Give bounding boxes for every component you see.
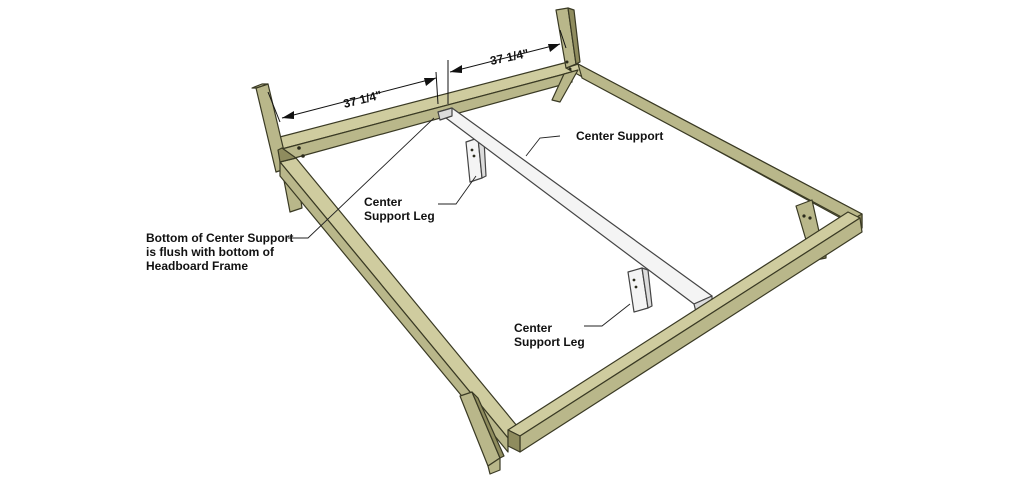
flush-note-line3: Headboard Frame — [146, 259, 248, 273]
leader-flush-note — [288, 117, 435, 239]
center-support-beam — [437, 107, 713, 313]
headboard-post-right — [551, 7, 581, 103]
flush-note-line2: is flush with bottom of — [146, 245, 275, 259]
dimension-left-label: 37 1/4" — [342, 88, 383, 111]
leader-leg-lower — [584, 303, 631, 327]
dimension-right-label: 37 1/4" — [489, 46, 530, 68]
leg-lower-label-line1: Center — [514, 321, 552, 335]
footboard-rail — [507, 211, 863, 453]
left-side-rail — [277, 147, 523, 453]
leg-upper-label-line2: Support Leg — [364, 209, 435, 223]
leg-upper-label-line1: Center — [364, 195, 402, 209]
center-support-label: Center Support — [576, 129, 663, 143]
leader-center-support — [525, 135, 561, 157]
leader-lines — [288, 117, 631, 327]
headboard-rail — [271, 61, 573, 163]
flush-note-line1: Bottom of Center Support — [146, 231, 293, 245]
footboard-post-left — [459, 391, 505, 475]
leader-leg-upper — [438, 175, 477, 205]
center-support-leg-lower — [627, 267, 653, 313]
right-side-rail — [565, 63, 863, 236]
leg-lower-label-line2: Support Leg — [514, 335, 585, 349]
